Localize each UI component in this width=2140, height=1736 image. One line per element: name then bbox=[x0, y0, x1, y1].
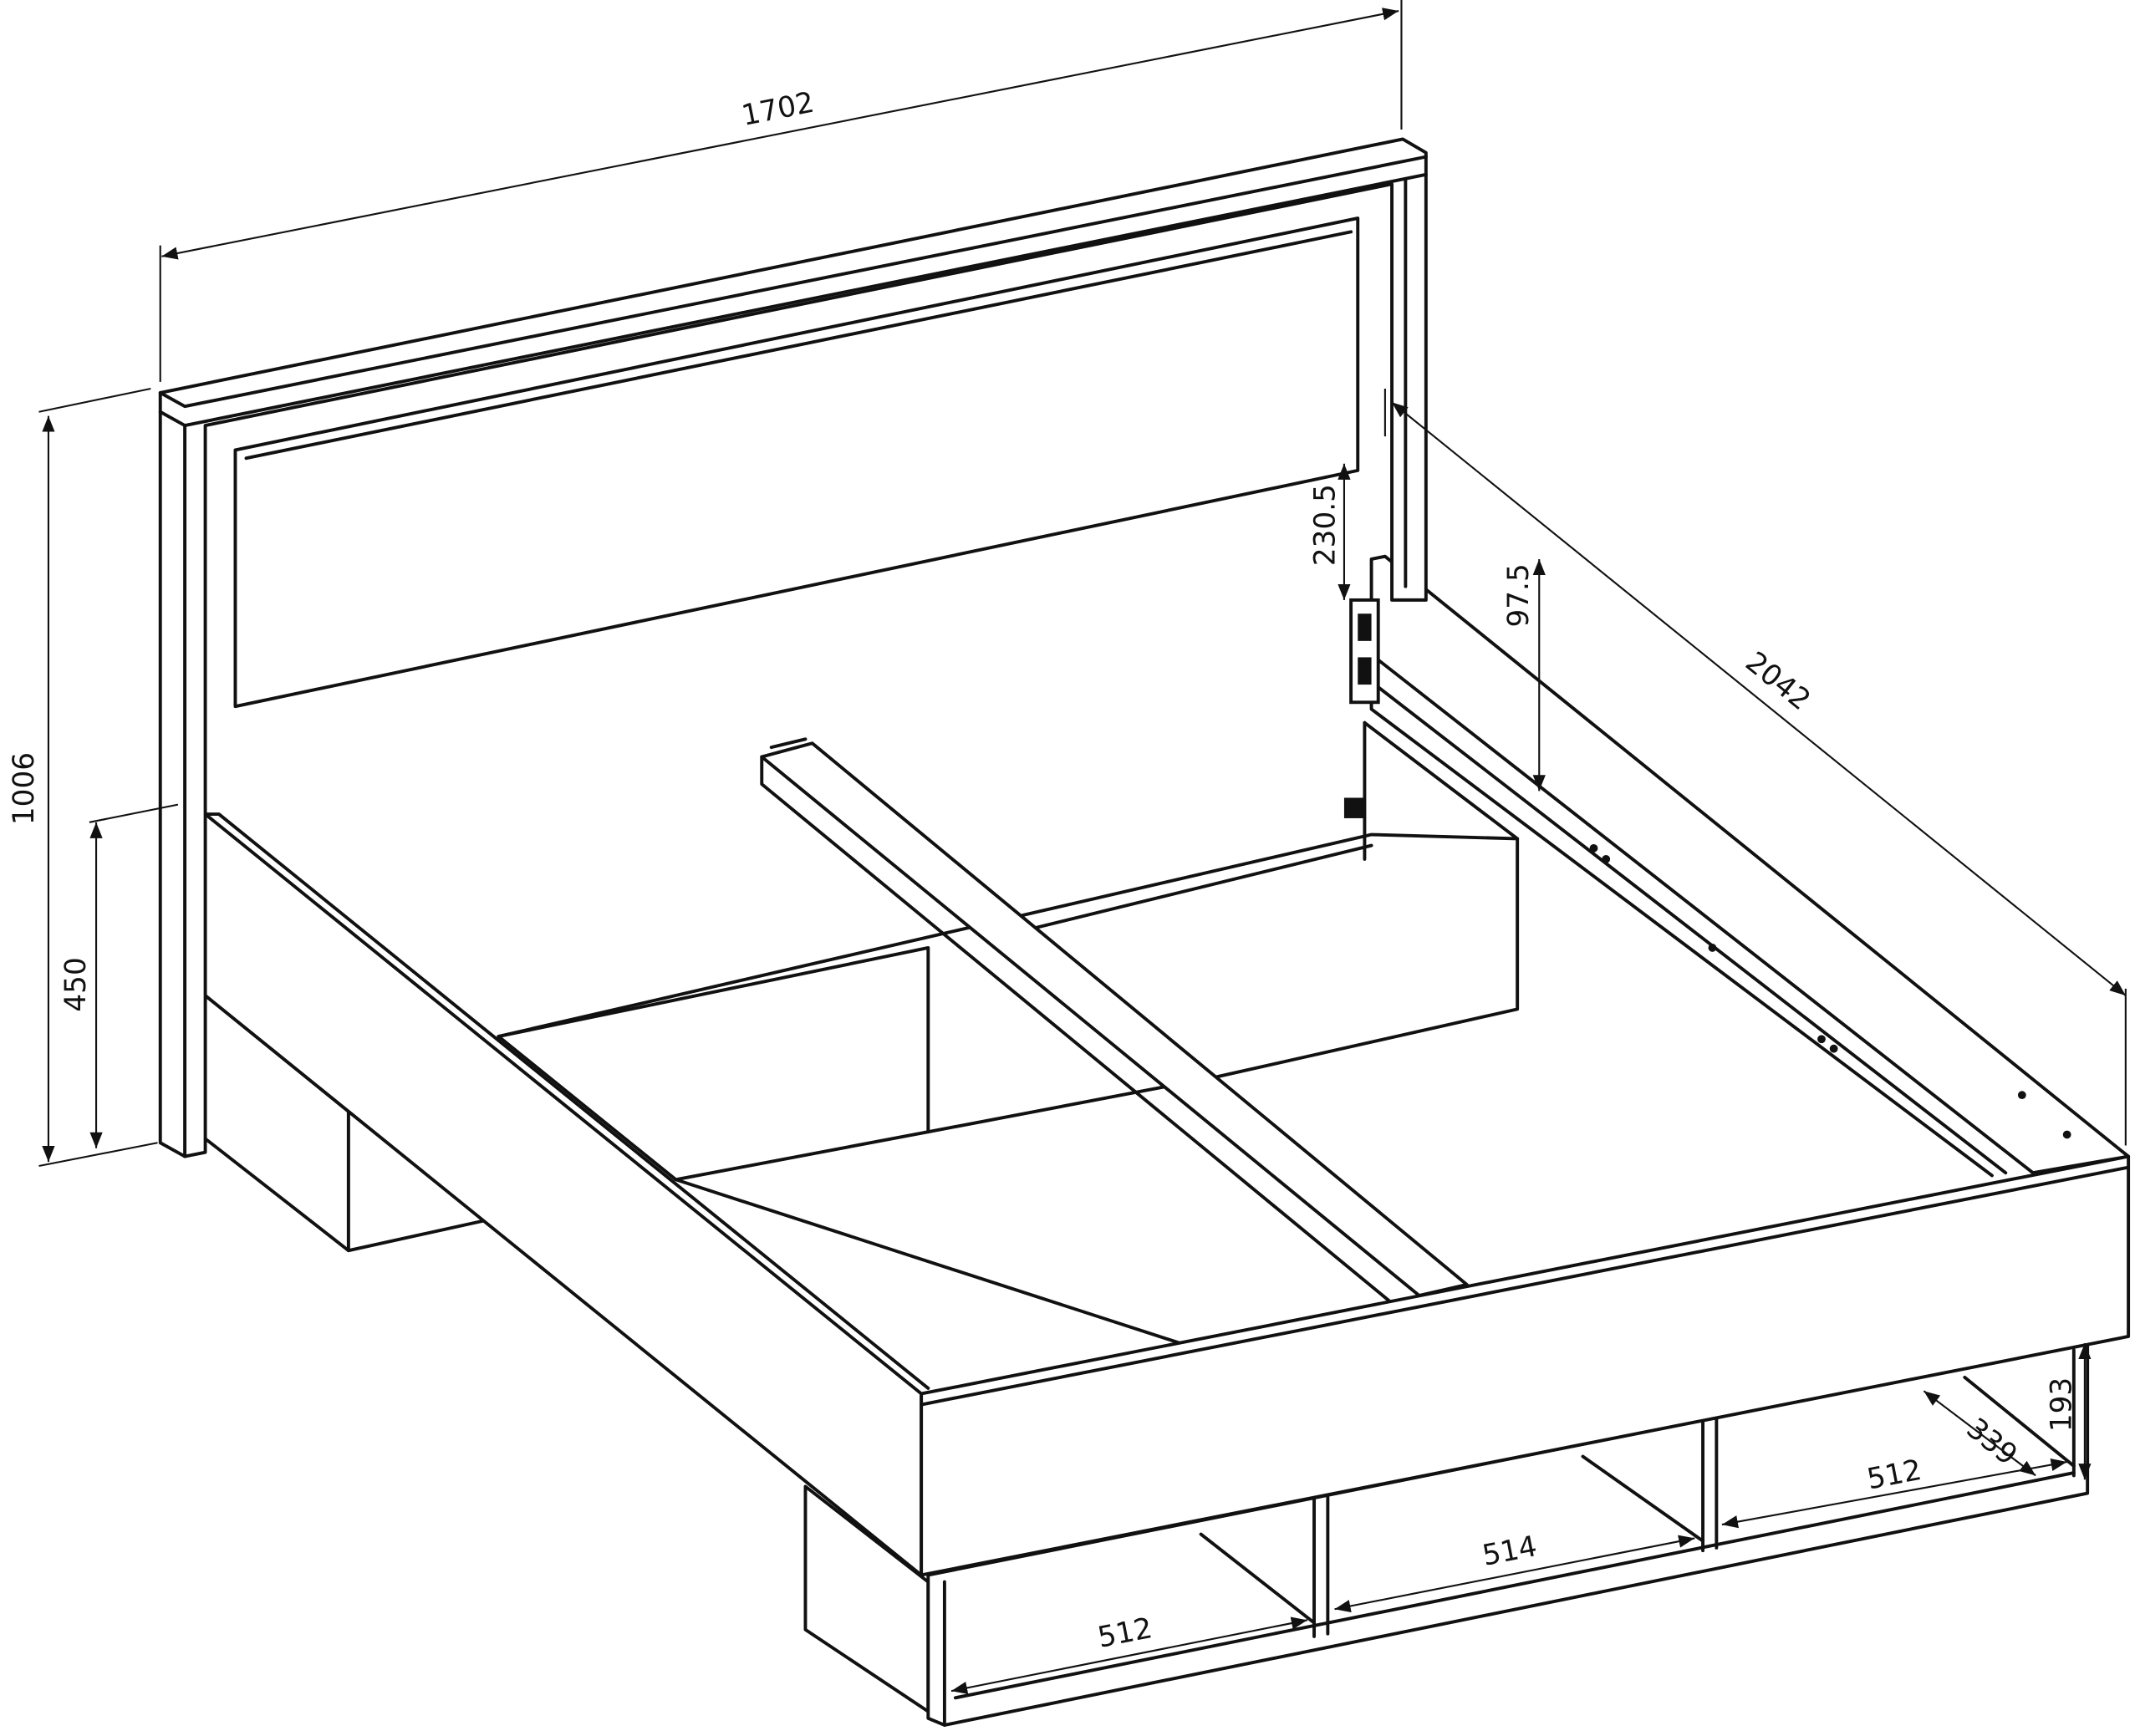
dim-headboard-height-label: 1006 bbox=[8, 752, 41, 825]
dim-frame-height-label: 450 bbox=[59, 957, 93, 1011]
dim-rail-height-label: 97.5 bbox=[1502, 563, 1536, 627]
inner-frame bbox=[497, 720, 1520, 1346]
bracket bbox=[1343, 598, 1380, 818]
foot-board bbox=[920, 1154, 2131, 1577]
dim-drawer-height-label: 193 bbox=[2046, 1377, 2079, 1432]
base-supports bbox=[203, 994, 930, 1713]
dim-bracket-offset-label: 230.5 bbox=[1309, 484, 1343, 566]
dim-width-label: 1702 bbox=[739, 86, 817, 133]
dimension-lines bbox=[38, 0, 2127, 1694]
dim-length-label: 2042 bbox=[1739, 645, 1816, 717]
